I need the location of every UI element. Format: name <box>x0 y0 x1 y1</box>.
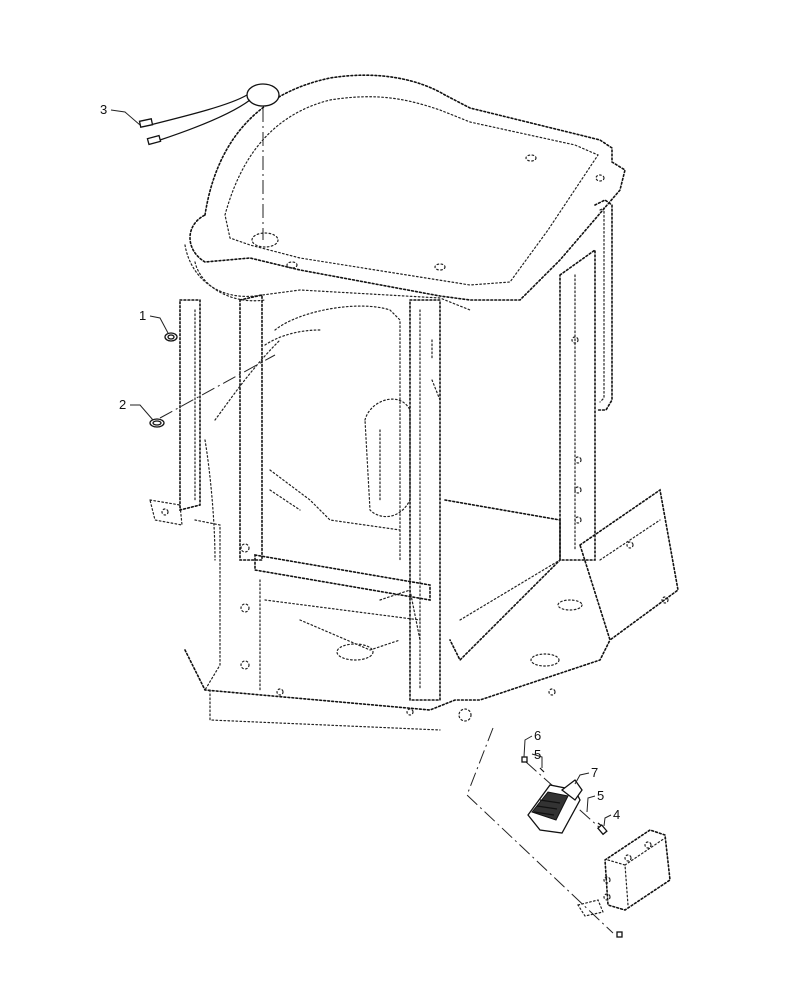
module-center-line <box>466 727 614 934</box>
callout-labels: 3 1 2 6 5 7 5 4 <box>100 102 620 822</box>
bolt-4 <box>596 824 608 836</box>
callout-4: 4 <box>613 807 620 822</box>
antenna-puck <box>246 83 280 107</box>
grommet-center-line <box>159 354 276 419</box>
callout-5b: 5 <box>597 788 604 803</box>
fastener-parts <box>521 756 623 938</box>
callout-5a: 5 <box>534 747 541 762</box>
control-module-part <box>527 779 583 834</box>
callout-2: 2 <box>119 397 126 412</box>
callout-3: 3 <box>100 102 107 117</box>
antenna-part <box>138 83 280 146</box>
bolt-6 <box>521 756 528 763</box>
grommet-parts <box>149 332 178 428</box>
callout-leaders <box>110 109 612 827</box>
callout-1: 1 <box>139 308 146 323</box>
callout-6: 6 <box>534 728 541 743</box>
cab-frame <box>149 74 679 731</box>
module-mounting-bracket <box>577 829 671 917</box>
callout-7: 7 <box>591 765 598 780</box>
